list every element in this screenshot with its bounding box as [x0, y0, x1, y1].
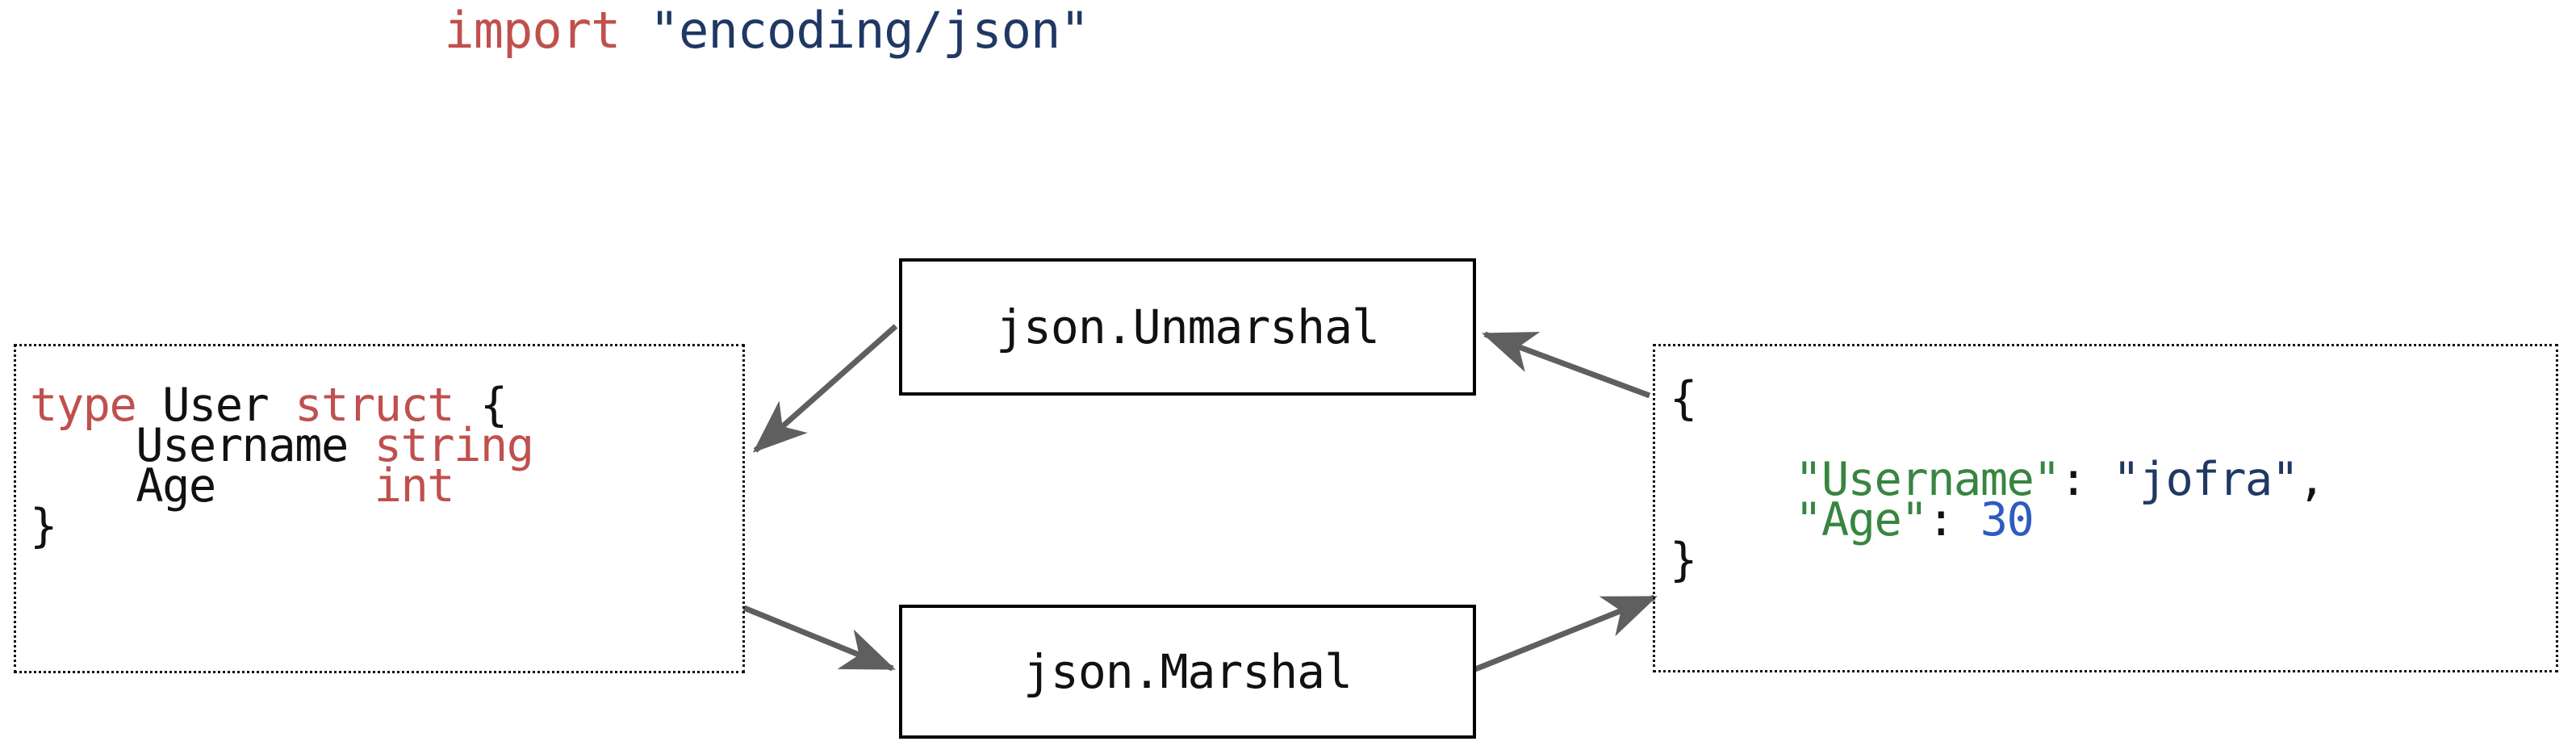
arrow-struct-to-marshal	[742, 605, 896, 672]
node-json-unmarshal-label: json.Unmarshal	[996, 300, 1380, 354]
go-struct-box: type User struct { Username string Age i…	[14, 344, 745, 673]
struct-name: User	[136, 379, 295, 432]
import-keyword: import	[444, 1, 621, 60]
go-struct-code: type User struct { Username string Age i…	[30, 383, 534, 550]
struct-open-brace: {	[454, 379, 508, 432]
node-json-marshal-label: json.Marshal	[1022, 644, 1353, 699]
json-close-brace: }	[1670, 534, 1697, 587]
json-key-age: "Age"	[1795, 493, 1929, 547]
json-colon-1: :	[2060, 453, 2113, 506]
struct-keyword: struct	[295, 379, 454, 432]
page-title: import "encoding/json"	[0, 1, 1533, 60]
node-json-marshal[interactable]: json.Marshal	[899, 605, 1476, 739]
field-username-type: string	[374, 419, 534, 472]
json-comma-1: ,	[2298, 453, 2326, 506]
json-open-brace: {	[1670, 372, 1697, 425]
json-document-box: { "Username": "jofra", "Age": 30 }	[1653, 344, 2558, 672]
field-age-type: int	[374, 459, 455, 513]
node-json-unmarshal[interactable]: json.Unmarshal	[899, 258, 1476, 396]
field-username-name: Username	[30, 419, 374, 472]
arrow-unmarshal-to-struct	[752, 324, 898, 453]
json-document-code: { "Username": "jofra", "Age": 30 }	[1670, 376, 2326, 584]
arrow-json-to-unmarshal	[1482, 331, 1651, 399]
arrow-marshal-to-json	[1474, 594, 1658, 672]
json-key-username: "Username"	[1795, 453, 2061, 506]
json-value-username: "jofra"	[2112, 453, 2299, 506]
import-package-path: "encoding/json"	[649, 1, 1090, 60]
type-keyword: type	[30, 379, 137, 432]
json-value-age: 30	[1980, 493, 2034, 547]
json-colon-2: :	[1927, 493, 1980, 547]
title-space	[620, 1, 649, 60]
field-age-name: Age	[30, 459, 374, 513]
struct-close-brace: }	[30, 500, 57, 553]
